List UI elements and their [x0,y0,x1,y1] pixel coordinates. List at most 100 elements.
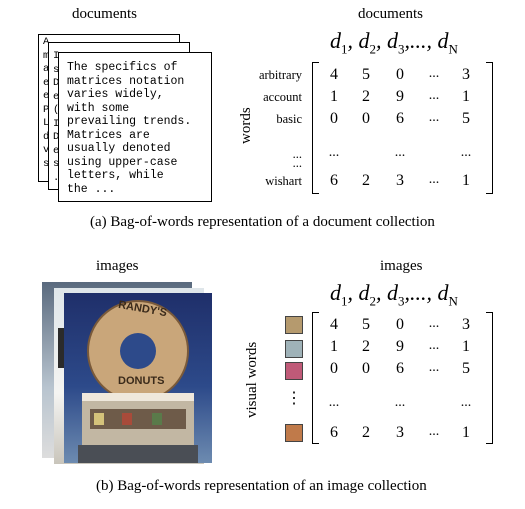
image-matrix-right-bracket [486,312,493,444]
image-matrix-title: images [380,258,423,274]
visual-word-swatch [285,316,303,334]
visual-word-swatch [285,424,303,442]
matrix-cell: 3 [396,172,404,189]
front-page-line: using upper-case [67,155,178,169]
page-line: D [53,131,60,143]
document-column-header: d1, d2, d3,..., dN [330,28,458,57]
matrix-cell: 4 [330,66,338,83]
front-page-line: Matrices are [67,128,150,142]
matrix-cell: ... [394,395,406,410]
page-line: a [43,63,50,75]
image-column-header: d1, d2, d3,..., dN [330,280,458,309]
front-page-line: The specifics of [67,61,178,74]
front-page-line: varies widely, [67,88,164,101]
matrix-cell: ... [328,145,340,160]
matrix-cell: 5 [462,360,470,377]
visual-word-swatch [285,340,303,358]
page-line: . [53,171,60,184]
matrix-cell: ... [428,424,440,439]
matrix-cell: ... [428,316,440,331]
word-row-label: arbitrary [258,68,302,82]
matrix-cell: 1 [330,338,338,355]
matrix-cell: 5 [462,110,470,127]
page-line: I [53,50,60,62]
page-line: v [43,144,50,156]
matrix-cell: ... [460,145,472,160]
matrix-cell: 6 [396,360,404,377]
front-page-line: usually denoted [67,142,171,155]
page-line: s [53,63,60,76]
word-row-label: account [263,90,302,104]
matrix-cell: 2 [362,88,370,105]
front-page-line: the ... [67,182,116,196]
vertical-ellipsis: ⋮ [286,390,302,407]
donut-shop-illustration [78,300,198,463]
document-matrix-title: documents [358,6,423,22]
front-page-line: letters, while [67,169,164,182]
front-page-line: prevailing trends. [67,115,192,128]
matrix-cell: ... [428,360,440,375]
image-matrix-left-bracket [312,312,319,444]
matrix-cell: 0 [362,110,370,127]
matrix-cell: ... [428,110,440,125]
visual-word-swatch [285,362,303,380]
matrix-cell: 0 [362,360,370,377]
matrix-cell: 3 [462,66,470,83]
matrix-cell: 5 [362,316,370,333]
page-line: L [43,117,50,129]
word-row-label: wishart [265,174,302,188]
matrix-cell: ... [428,88,440,103]
image-photo-front: RANDY'S DONUTS [64,293,212,463]
matrix-cell: 5 [362,66,370,83]
page-line: A [43,36,50,48]
page-line: s [53,158,60,170]
matrix-cell: 3 [462,316,470,333]
caption-a: (a) Bag-of-words representation of a doc… [90,214,435,230]
page-line: s [43,157,50,170]
page-line: d [43,130,50,143]
matrix-cell: ... [328,395,340,410]
matrix-cell: 0 [330,360,338,377]
visual-words-axis-label: visual words [244,341,260,418]
page-line: e [53,90,60,103]
page-line: m [43,49,50,62]
matrix-cell: 3 [396,424,404,441]
matrix-cell: 0 [396,66,404,83]
matrix-cell: 9 [396,88,404,105]
matrix-cell: ... [428,172,440,187]
page-line: ( [53,104,60,116]
front-page-line: matrices notation [67,74,185,88]
matrix-cell: 0 [396,316,404,333]
matrix-cell: 6 [330,172,338,189]
matrix-cell: 1 [462,88,470,105]
page-line: I [53,117,60,130]
documents-stack-title: documents [72,6,137,22]
word-row-label: basic [276,112,302,126]
matrix-cell: 6 [396,110,404,127]
matrix-cell: ... [460,395,472,410]
matrix-cell: 2 [362,172,370,189]
matrix-cell: ... [428,338,440,353]
word-row-label: ... [292,156,302,170]
matrix-cell: 1 [330,88,338,105]
matrix-left-bracket [312,62,319,194]
front-page-line: with some [67,101,130,115]
matrix-cell: 1 [462,424,470,441]
page-line: e [43,76,50,89]
matrix-cell: 0 [330,110,338,127]
matrix-cell: 6 [330,424,338,441]
page-line: D [53,77,60,89]
matrix-cell: 1 [462,338,470,355]
matrix-cell: 4 [330,316,338,333]
matrix-right-bracket [486,62,493,194]
caption-b: (b) Bag-of-words representation of an im… [96,478,427,494]
matrix-cell: ... [428,66,440,81]
matrix-cell: 9 [396,338,404,355]
page-line: e [53,144,60,157]
images-stack-title: images [96,258,139,274]
matrix-cell: 1 [462,172,470,189]
page-line: e [43,90,50,102]
matrix-cell: 2 [362,338,370,355]
